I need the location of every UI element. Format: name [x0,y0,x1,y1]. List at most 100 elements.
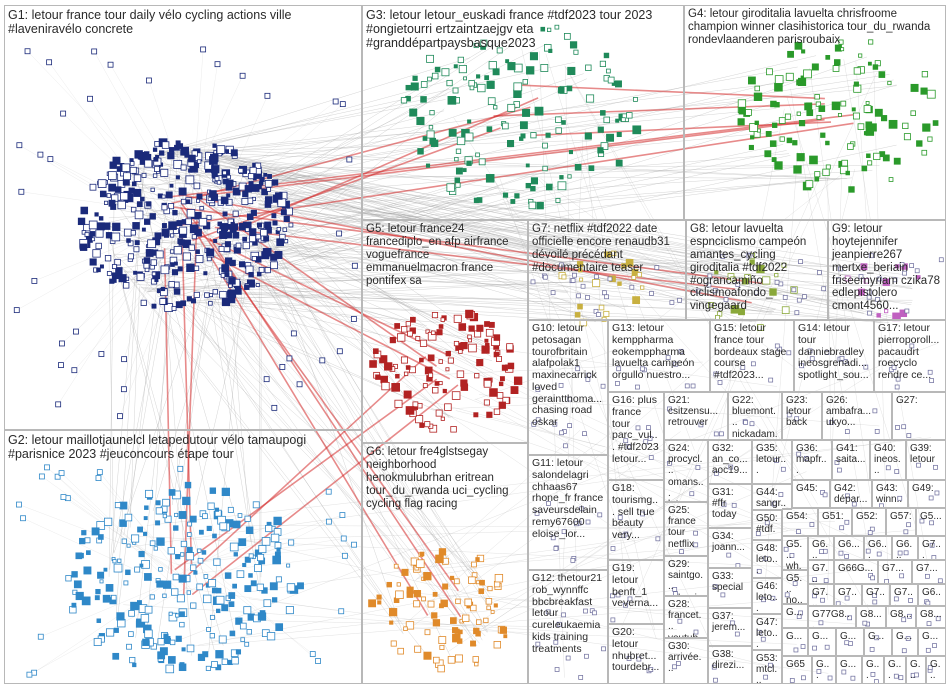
network-node [917,276,920,279]
network-node [554,640,558,644]
network-node [404,372,407,375]
network-node [755,86,760,91]
network-node [902,618,906,622]
network-node [231,222,235,226]
network-node [862,166,867,171]
network-node [276,577,281,582]
network-node [187,297,191,301]
network-node [775,280,779,284]
network-node [581,284,585,288]
network-node [76,553,82,559]
network-node [920,519,924,523]
network-node [153,148,156,151]
network-node [602,317,606,321]
network-node [186,219,192,225]
network-node [845,641,849,645]
network-node [829,420,833,424]
network-node [233,232,239,238]
network-node [511,387,518,394]
network-node [252,256,256,260]
network-node [316,659,321,664]
network-node [390,337,395,342]
network-node [272,180,277,185]
network-node [108,172,116,180]
network-node [870,647,874,651]
network-node [615,81,621,87]
network-node [392,383,400,391]
network-node [900,574,904,578]
network-node [922,150,927,155]
network-node [173,526,178,531]
network-node [180,553,184,557]
edge [222,292,488,632]
edge [856,61,875,345]
network-node [921,88,927,94]
network-node [199,218,207,226]
network-node [113,560,116,563]
network-node [151,260,157,266]
network-node [104,518,111,525]
network-node [265,267,270,272]
network-node [876,297,880,301]
network-node [878,277,882,281]
network-node [911,111,916,116]
network-node [453,88,458,93]
network-node [469,81,475,87]
network-node [583,432,587,436]
network-node [825,350,829,354]
network-node [106,584,113,591]
network-node [470,641,475,646]
network-node [619,114,622,117]
network-node [823,493,827,497]
network-node [627,657,631,661]
network-node [536,418,540,422]
network-node [587,134,592,139]
network-node [622,264,627,269]
network-node [140,564,143,567]
network-node [179,511,186,518]
network-node [779,118,785,124]
network-node [618,282,622,286]
network-node [170,250,173,253]
network-node [25,49,30,54]
network-node [479,589,484,594]
network-node [807,110,813,116]
network-node [438,665,445,672]
network-node [894,158,900,164]
network-node [618,515,622,519]
network-node [574,522,578,526]
network-node [821,598,825,602]
network-node [487,127,492,132]
edge [415,415,635,581]
network-node [249,574,253,578]
network-node [257,554,263,560]
network-node [396,591,404,599]
network-node [461,342,467,348]
network-node [600,61,605,66]
network-node [694,531,698,535]
network-node [107,271,111,275]
network-node [158,639,164,645]
network-node [553,422,557,426]
network-node [202,514,207,519]
network-node [387,582,392,587]
network-node [135,241,139,245]
network-node [432,613,437,618]
network-node [655,266,659,270]
network-node [129,188,134,193]
network-node [560,431,564,435]
network-node [714,432,718,436]
network-node [141,300,146,305]
network-node [183,497,190,504]
network-node [211,165,218,172]
network-node [935,491,939,495]
network-node [511,199,515,203]
network-node [797,153,804,160]
network-node [785,593,789,597]
network-node [79,538,84,543]
network-node [465,133,473,141]
network-node [559,263,563,267]
network-node [895,425,899,429]
network-node [546,133,550,137]
edge [844,59,929,572]
